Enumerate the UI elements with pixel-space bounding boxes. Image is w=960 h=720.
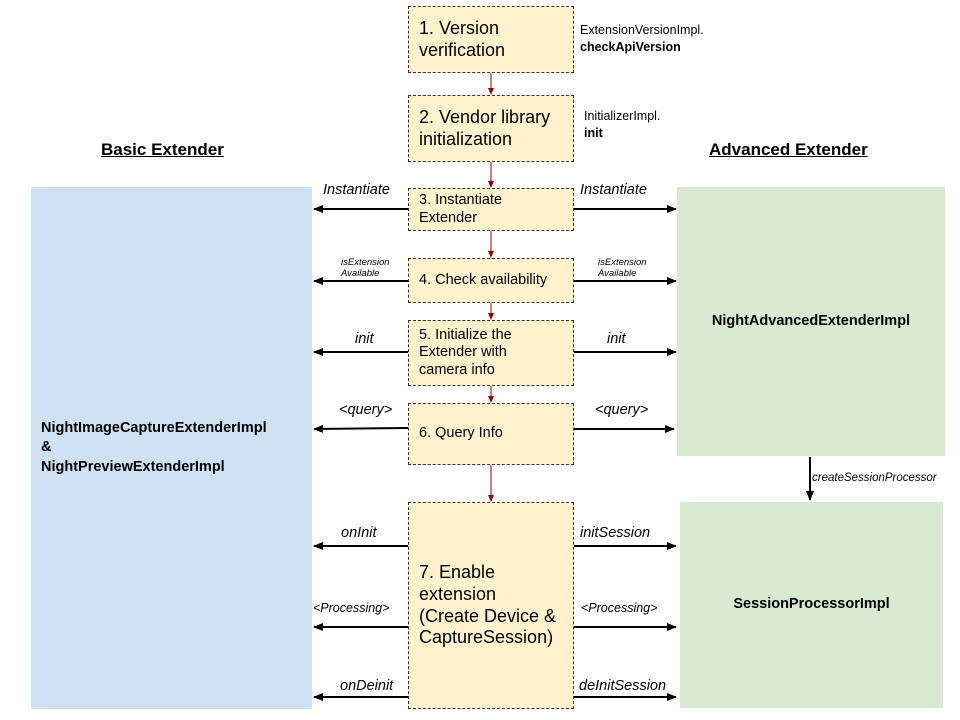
label-left-on-deinit: onDeinit	[340, 678, 394, 694]
label-left-is-extension-available: isExtension Available	[341, 257, 390, 280]
advanced-extender-panel: NightAdvancedExtenderImpl	[677, 187, 945, 456]
label-right-deinit-session: deInitSession	[579, 678, 667, 694]
step-vendor-library-init: 2. Vendor library initialization	[408, 95, 574, 162]
step-3-label: 3. Instantiate Extender	[419, 192, 503, 226]
step-initialize-extender: 5. Initialize the Extender with camera i…	[408, 320, 574, 386]
label-left-on-init: onInit	[341, 525, 377, 541]
basic-extender-heading: Basic Extender	[101, 140, 224, 159]
step-7-label: 7. Enable extension (Create Device & Cap…	[419, 562, 557, 648]
step-5-label: 5. Initialize the Extender with camera i…	[419, 326, 512, 378]
initializer-api-class: InitializerImpl.	[584, 109, 661, 123]
step-query-info: 6. Query Info	[408, 403, 574, 465]
step-2-label: 2. Vendor library initialization	[419, 106, 551, 149]
basic-extender-panel: NightImageCaptureExtenderImpl & NightPre…	[31, 187, 312, 709]
label-left-init: init	[355, 331, 374, 347]
session-processor-panel: SessionProcessorImpl	[680, 502, 943, 708]
label-left-processing: <Processing>	[313, 601, 390, 615]
version-api-note: ExtensionVersionImpl. checkApiVersion	[580, 22, 704, 56]
label-right-init: init	[607, 331, 626, 347]
label-right-instantiate: Instantiate	[580, 182, 647, 198]
session-processor-class: SessionProcessorImpl	[733, 596, 890, 613]
label-left-instantiate: Instantiate	[323, 182, 390, 198]
label-right-init-session: initSession	[580, 525, 651, 541]
advanced-extender-class: NightAdvancedExtenderImpl	[711, 312, 911, 329]
step-check-availability: 4. Check availability	[408, 258, 574, 303]
step-version-verification: 1. Version verification	[408, 6, 574, 73]
step-4-label: 4. Check availability	[419, 271, 548, 288]
version-api-class: ExtensionVersionImpl.	[580, 23, 704, 37]
label-right-processing: <Processing>	[581, 601, 658, 615]
label-left-query: <query>	[339, 402, 393, 418]
advanced-extender-heading: Advanced Extender	[709, 140, 868, 159]
version-api-method: checkApiVersion	[580, 39, 681, 54]
initializer-api-note: InitializerImpl. init	[584, 108, 660, 142]
step-enable-extension: 7. Enable extension (Create Device & Cap…	[408, 502, 574, 709]
basic-extender-classes: NightImageCaptureExtenderImpl & NightPre…	[41, 419, 267, 475]
step-instantiate-extender: 3. Instantiate Extender	[408, 188, 574, 231]
label-right-is-extension-available: isExtension Available	[598, 257, 647, 280]
arrow-left-query	[313, 424, 409, 433]
initializer-api-method: init	[584, 125, 603, 140]
label-right-query: <query>	[595, 402, 649, 418]
step-1-label: 1. Version verification	[419, 17, 506, 60]
label-create-session-processor: createSessionProcessor	[812, 472, 937, 484]
step-6-label: 6. Query Info	[419, 425, 503, 442]
